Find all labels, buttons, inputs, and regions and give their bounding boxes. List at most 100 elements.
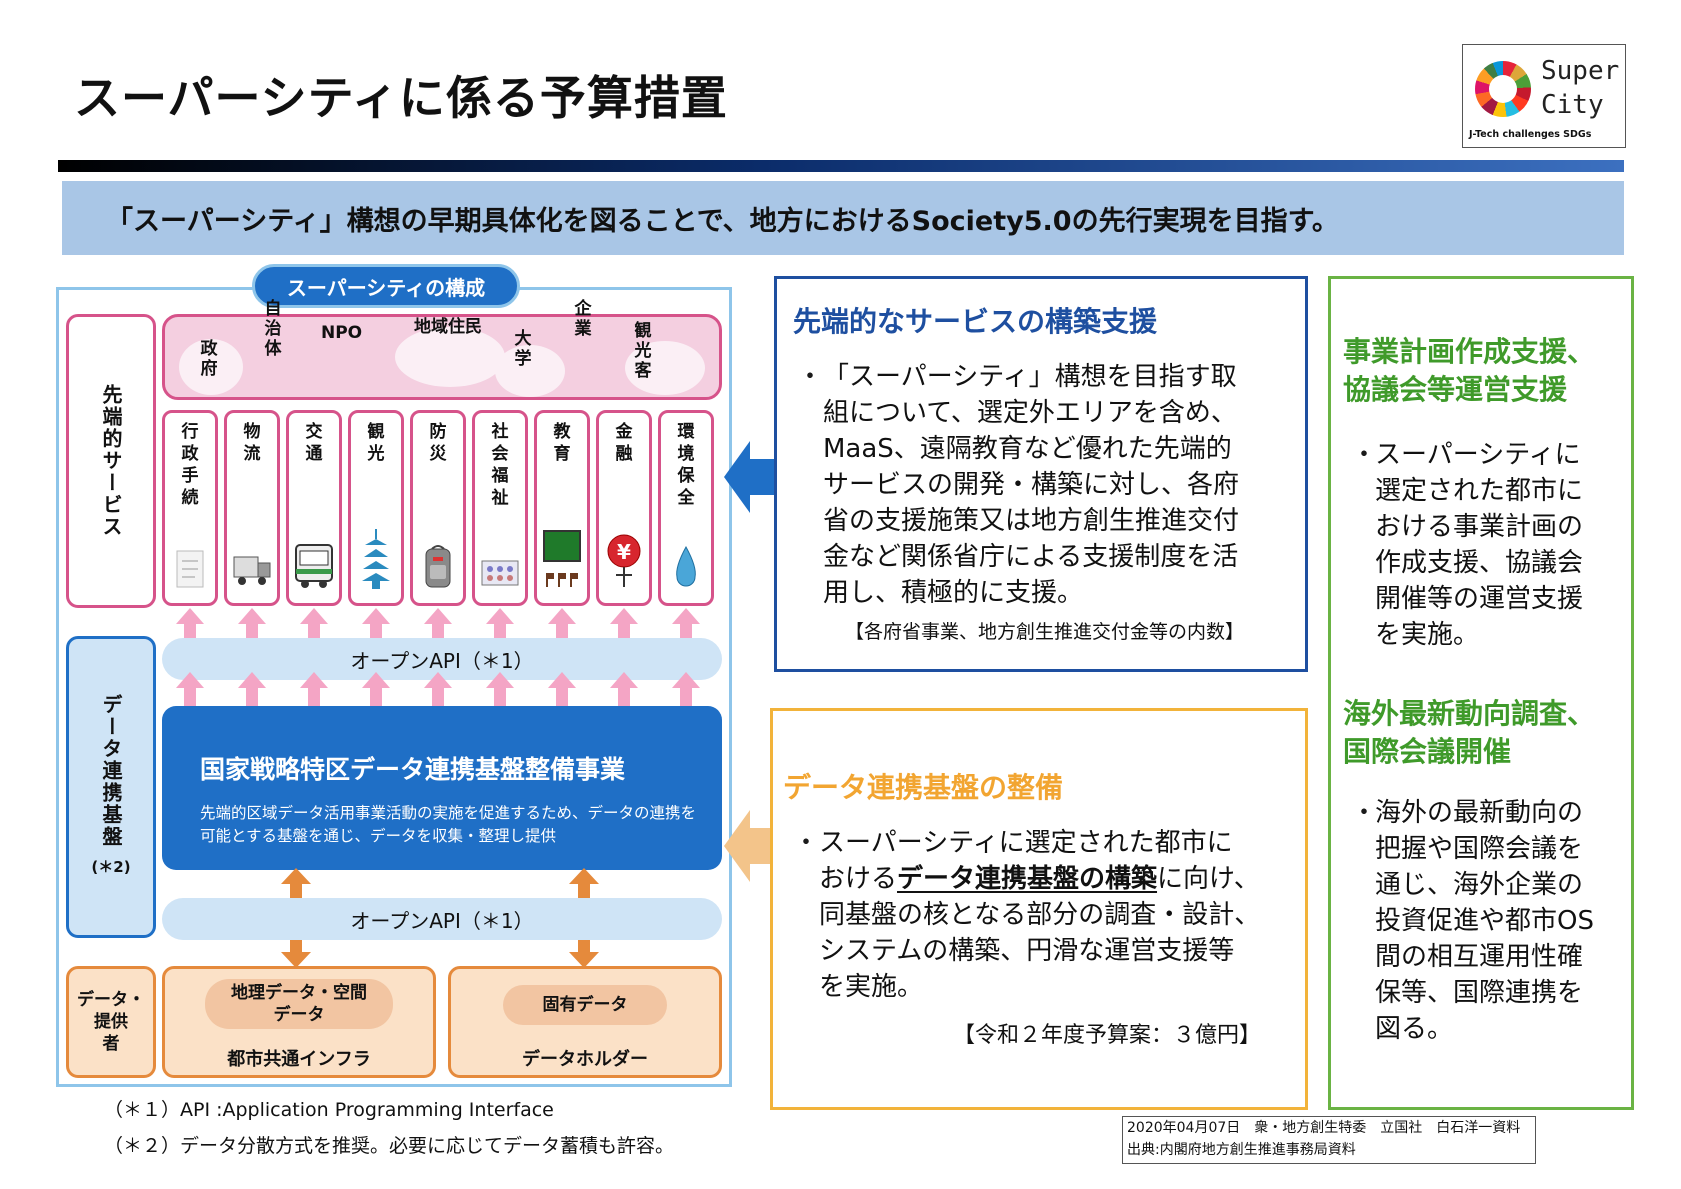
pill-icon [481, 560, 519, 586]
actor-residents: 地域住民 [414, 317, 482, 337]
truck-icon [233, 556, 271, 585]
service-disaster: 防災 [410, 410, 466, 606]
service-label: 金融 [615, 422, 633, 464]
cloud-shape [495, 345, 565, 397]
service-label: 観光 [367, 422, 385, 464]
international-title: 海外最新動向調査、 国際会議開催 [1343, 697, 1596, 768]
cloud-shape [395, 327, 505, 387]
service-label: 社会福祉 [491, 422, 509, 508]
arrow-left-icon [724, 810, 750, 882]
holder-pill: 地理データ・空間データ [205, 979, 393, 1029]
data-platform-box: 国家戦略特区データ連携基盤整備事業 先端的区域データ活用事業活動の実施を促進する… [162, 706, 722, 870]
arrow-up-icon [569, 868, 599, 898]
arrow-left-tail [748, 459, 774, 495]
arrow-up-icon [281, 868, 311, 898]
holder-name: データホルダー [522, 1049, 648, 1070]
bullet: ・ [1351, 798, 1378, 828]
svg-text:¥: ¥ [617, 540, 631, 564]
operations-title: 事業計画作成支援、 協議会等運営支援 [1343, 335, 1596, 406]
arrow-up-icon [548, 672, 576, 708]
services-label-text: 先端的サービス [99, 384, 123, 538]
service-environment: 環境保全 [658, 410, 714, 606]
actor-tourist: 観光客 [634, 321, 652, 381]
holder-name: 都市共通インフラ [227, 1049, 371, 1070]
bus-icon [295, 544, 333, 588]
arrow-up-icon [610, 672, 638, 708]
arrow-up-icon [424, 672, 452, 708]
platform-label-text: データ連携基盤 [99, 694, 123, 848]
footnote-api: （＊１）API :Application Programming Interfa… [104, 1099, 554, 1121]
page-title: スーパーシティに係る予算措置 [74, 71, 728, 125]
platform-support-title: データ連携基盤の整備 [783, 771, 1064, 804]
operations-body: スーパーシティに 選定された都市に おける事業計画の 作成支援、協議会 開催等の… [1375, 440, 1584, 650]
service-label: 物流 [243, 422, 261, 464]
provider-label-line: 者 [102, 1034, 120, 1054]
service-admin: 行政手続 [162, 410, 218, 606]
title-rule [58, 160, 1624, 172]
provider-label: データ・ 提供 者 [66, 966, 156, 1078]
holder-data-holder: 固有データ データホルダー [448, 966, 722, 1078]
service-finance: 金融 ¥ [596, 410, 652, 606]
water-drop-icon [676, 545, 696, 587]
actor-municipality: 自治体 [264, 299, 282, 359]
logo-line1: Super [1541, 56, 1620, 86]
source-line2: 出典:内閣府地方創生推進事務局資料 [1127, 1142, 1356, 1158]
source-box: 2020年04月07日 衆・地方創生特委 立国社 白石洋一資料 出典:内閣府地方… [1122, 1116, 1536, 1164]
service-education: 教育 [534, 410, 590, 606]
service-logistics: 物流 [224, 410, 280, 606]
footnote-data: （＊２）データ分散方式を推奨。必要に応じてデータ蓄積も許容。 [104, 1135, 675, 1157]
provider-label-line: データ・ [77, 990, 145, 1010]
services-support-title: 先端的なサービスの構築支援 [793, 305, 1158, 338]
arrow-up-icon [486, 672, 514, 708]
platform-support-note: 【令和２年度予算案：３億円】 [953, 1023, 1262, 1048]
cloud-shape [179, 339, 243, 395]
platform-support-body: スーパーシティに選定された都市に おけるデータ連携基盤の構築に向け、 同基盤の核… [819, 828, 1261, 1002]
international-body: 海外の最新動向の 把握や国際会議を 通じ、海外企業の 投資促進や都市OS 間の相… [1375, 798, 1594, 1044]
platform-description: 先端的区域データ活用事業活動の実施を促進するため、データの連携を可能とする基盤を… [200, 804, 697, 845]
service-label: 行政手続 [181, 422, 199, 508]
service-tourism: 観光 [348, 410, 404, 606]
document-icon [176, 550, 204, 588]
sdgs-wheel-icon [1475, 61, 1531, 117]
arrow-up-icon [238, 672, 266, 708]
arrow-down-icon [569, 940, 599, 968]
logo-line2: City [1541, 90, 1604, 120]
arrow-up-icon [672, 672, 700, 708]
bullet: ・ [1351, 440, 1378, 470]
service-label: 教育 [553, 422, 571, 464]
actors-row: 政府 自治体 NPO 地域住民 大学 企業 観光客 [162, 299, 722, 400]
composition-title: スーパーシティの構成 [252, 264, 520, 308]
actor-npo: NPO [321, 323, 363, 343]
emphasis-text: データ連携基盤の構築 [897, 864, 1158, 894]
actor-government: 政府 [200, 339, 218, 379]
bullet: ・ [797, 362, 824, 392]
platform-label-note: (＊2) [91, 858, 131, 876]
bullet: ・ [793, 828, 820, 858]
arrow-left-icon [724, 441, 750, 513]
pagoda-icon [362, 529, 390, 589]
source-line1: 2020年04月07日 衆・地方創生特委 立国社 白石洋一資料 [1127, 1120, 1521, 1136]
actor-university: 大学 [514, 329, 532, 369]
arrow-down-icon [281, 940, 311, 968]
super-city-logo: Super City J-Tech challenges SDGs [1462, 44, 1626, 148]
service-welfare: 社会福祉 [472, 410, 528, 606]
platform-title: 国家戦略特区データ連携基盤整備事業 [200, 755, 626, 784]
yen-icon: ¥ [607, 534, 641, 587]
blackboard-icon [543, 530, 581, 587]
platform-support-box: データ連携基盤の整備 ・ スーパーシティに選定された都市に おけるデータ連携基盤… [770, 708, 1308, 1110]
service-transport: 交通 [286, 410, 342, 606]
arrow-up-icon [362, 672, 390, 708]
open-api-bottom: オープンAPI（＊1） [162, 898, 722, 940]
service-label: 交通 [305, 422, 323, 464]
services-label: 先端的サービス [66, 314, 156, 608]
service-label: 環境保全 [677, 422, 695, 508]
backpack-icon [425, 545, 451, 588]
services-support-note: 【各府省事業、地方創生推進交付金等の内数】 [845, 621, 1245, 643]
service-label: 防災 [429, 422, 447, 464]
logo-tagline: J-Tech challenges SDGs [1469, 129, 1592, 140]
operations-support-box: 事業計画作成支援、 協議会等運営支援 ・ スーパーシティに 選定された都市に お… [1328, 276, 1634, 1110]
arrow-left-tail [748, 828, 774, 864]
banner-text: 「スーパーシティ」構想の早期具体化を図ることで、地方におけるSociety5.0… [106, 205, 1339, 237]
services-support-box: 先端的なサービスの構築支援 ・ 「スーパーシティ」構想を目指す取 組について、選… [774, 276, 1308, 672]
services-support-body: 「スーパーシティ」構想を目指す取 組について、選定外エリアを含め、 MaaS、遠… [823, 362, 1240, 608]
